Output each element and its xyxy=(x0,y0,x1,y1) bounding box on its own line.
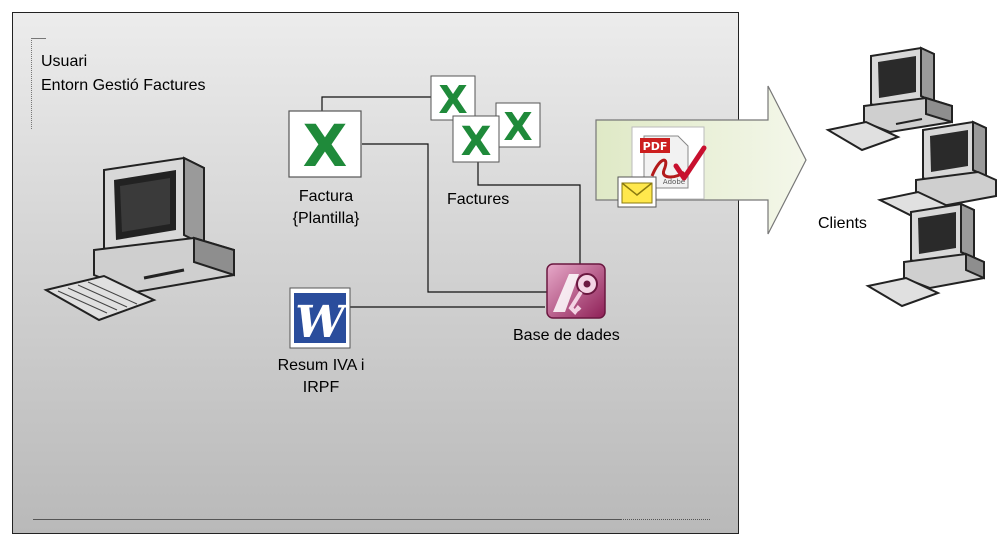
summary-label-line2: IRPF xyxy=(302,379,340,396)
user-computer-icon xyxy=(43,156,235,322)
excel-invoice-icon-2: X xyxy=(495,102,541,149)
user-title: Usuari xyxy=(41,53,88,70)
word-summary-icon: W xyxy=(289,287,351,349)
invoices-label: Factures xyxy=(447,191,510,208)
template-label-line2: {Plantilla} xyxy=(292,210,360,227)
pdf-document-icon: PDF Adobe xyxy=(631,126,707,200)
pdf-badge: PDF xyxy=(643,140,668,153)
database-label: Base de dades xyxy=(513,327,620,344)
client-computer-icon-2 xyxy=(876,120,997,219)
clients-label: Clients xyxy=(818,215,867,232)
access-database-icon xyxy=(546,263,606,319)
excel-letter: X xyxy=(503,105,532,149)
excel-letter: X xyxy=(303,112,348,180)
excel-letter: X xyxy=(461,119,492,165)
excel-template-icon: X xyxy=(288,110,362,180)
client-computer-icon-1 xyxy=(825,46,953,152)
adobe-text: Adobe xyxy=(663,178,685,186)
summary-label-line1: Resum IVA i xyxy=(277,357,365,374)
title-bracket xyxy=(31,38,46,129)
bottom-divider xyxy=(33,519,620,520)
excel-invoice-icon-3: X xyxy=(452,115,500,165)
excel-letter: X xyxy=(438,78,467,122)
bottom-divider-dotted xyxy=(620,519,710,520)
client-computer-icon-3 xyxy=(865,202,985,308)
email-envelope-icon xyxy=(617,176,657,208)
template-label-line1: Factura xyxy=(298,188,354,205)
word-letter: W xyxy=(295,297,349,348)
environment-title: Entorn Gestió Factures xyxy=(41,77,206,94)
